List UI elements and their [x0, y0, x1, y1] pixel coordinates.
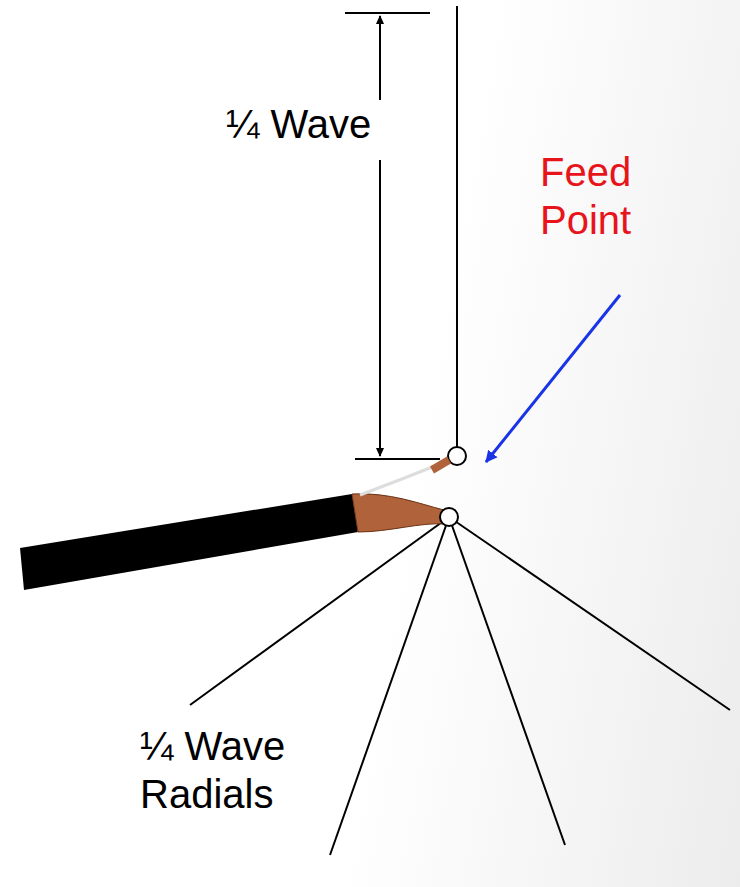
radial-terminal	[440, 508, 458, 526]
dimension-arrow	[379, 16, 381, 100]
dimension-tick	[345, 12, 430, 14]
radiator-element	[456, 6, 458, 448]
radiator-terminal	[448, 447, 466, 465]
coax-shield-braid	[352, 494, 446, 532]
coax-cable	[20, 494, 358, 590]
center-insulation	[360, 464, 440, 495]
radials-label: ¼ Wave Radials	[140, 722, 315, 818]
feed-point-label: Feed Point	[540, 148, 665, 244]
center-conductor	[432, 460, 449, 470]
feed-point-arrow	[486, 295, 620, 462]
dimension-arrow	[379, 160, 381, 456]
dimension-tick	[355, 458, 440, 460]
dimension-label: ¼ Wave	[222, 100, 375, 148]
